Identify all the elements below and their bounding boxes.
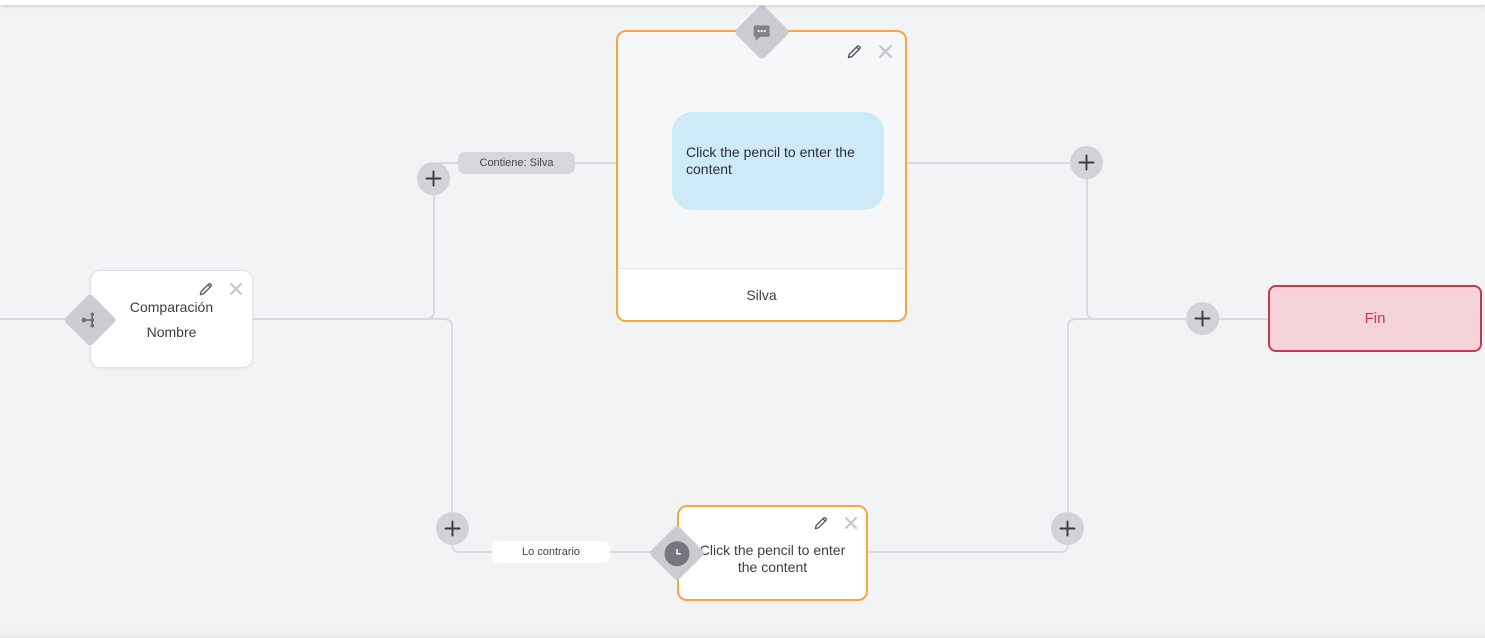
edge-condition-false <box>253 318 657 553</box>
message-node[interactable]: Click the pencil to enter the content Si… <box>616 3 907 322</box>
edge-message-to-end <box>907 162 1268 320</box>
delete-button[interactable] <box>229 282 243 296</box>
edit-button[interactable] <box>846 43 863 60</box>
edge-label-text: Contiene: Silva <box>479 157 554 169</box>
add-step-button[interactable] <box>417 162 450 195</box>
plus-icon <box>1059 520 1076 537</box>
pencil-icon <box>199 283 212 296</box>
plus-icon <box>1194 310 1211 327</box>
edge-label-condition-false[interactable]: Lo contrario <box>492 541 610 563</box>
chat-bubble-icon <box>754 25 770 41</box>
close-icon <box>229 282 243 296</box>
message-bubble: Click the pencil to enter the content <box>672 112 884 210</box>
pencil-icon <box>847 45 861 59</box>
plus-icon <box>425 170 442 187</box>
clock-badge-circle <box>664 540 690 566</box>
delete-button[interactable] <box>878 44 893 59</box>
content-type-badge <box>648 524 706 582</box>
pencil-icon <box>814 517 827 530</box>
edit-button[interactable] <box>813 515 829 531</box>
condition-title-line1: Comparación <box>129 298 214 315</box>
clock-icon <box>676 548 681 554</box>
add-step-button[interactable] <box>1186 302 1219 335</box>
bottom-shadow <box>0 630 1485 638</box>
close-icon <box>844 516 858 530</box>
plus-icon <box>444 520 461 537</box>
condition-type-badge <box>63 293 117 347</box>
content-node[interactable]: Click the pencil to enter the content <box>648 505 868 601</box>
content-node-text: Click the pencil to enter the content <box>699 541 846 575</box>
plus-icon <box>1078 154 1095 171</box>
close-icon <box>878 44 893 59</box>
condition-node[interactable]: Comparación Nombre <box>63 270 253 368</box>
edge-label-text: Lo contrario <box>521 546 581 558</box>
end-node-label: Fin <box>1364 310 1386 327</box>
edge-content-to-end <box>868 318 1203 553</box>
message-type-badge <box>733 3 791 61</box>
message-bubble-text: Click the pencil to enter the content <box>686 144 855 177</box>
delete-button[interactable] <box>844 516 858 530</box>
message-footer: Silva <box>618 268 905 320</box>
add-step-button[interactable] <box>1051 512 1084 545</box>
branch-icon <box>81 312 94 328</box>
edit-button[interactable] <box>198 281 214 297</box>
toolbar-edge <box>0 0 1485 5</box>
condition-title-line2: Nombre <box>146 323 197 340</box>
message-footer-label: Silva <box>746 286 777 303</box>
add-step-button[interactable] <box>436 512 469 545</box>
edge-label-condition-true[interactable]: Contiene: Silva <box>458 152 575 174</box>
add-step-button[interactable] <box>1070 146 1103 179</box>
end-node[interactable]: Fin <box>1268 285 1482 352</box>
